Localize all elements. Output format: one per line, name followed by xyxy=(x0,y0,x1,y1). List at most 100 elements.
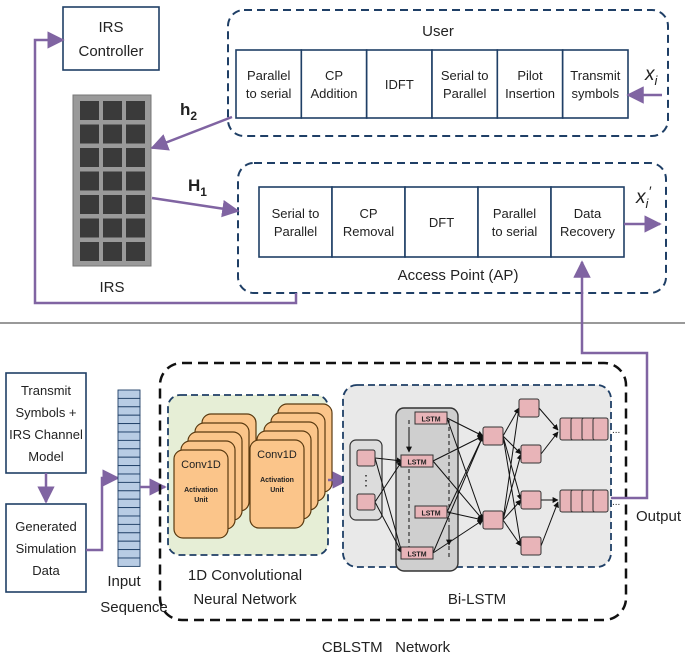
conv1d-card-body: Unit xyxy=(270,487,284,494)
lstm-cell xyxy=(414,505,448,519)
input-sequence-tape xyxy=(117,389,141,567)
ap-block xyxy=(331,186,406,258)
sequence-cell xyxy=(117,465,141,475)
sequence-cell xyxy=(117,507,141,517)
bilstm-edge xyxy=(502,435,522,455)
h2-channel-arrow xyxy=(150,115,233,151)
irs-element xyxy=(103,101,122,120)
sequence-cell xyxy=(117,498,141,509)
ap-block xyxy=(550,186,625,258)
user-block xyxy=(235,49,303,119)
bilstm-edge xyxy=(432,435,484,462)
user-block-text: to serial xyxy=(246,86,292,101)
irs-element xyxy=(80,218,99,238)
input-sequence-line1: Input xyxy=(107,573,141,590)
transmit-symbols-text: Model xyxy=(28,449,64,464)
sequence-cell xyxy=(117,490,141,500)
lstm-cell-label: LSTM xyxy=(421,511,440,518)
irs-element xyxy=(80,242,99,261)
user-block xyxy=(300,49,368,119)
user-block-text: CP xyxy=(325,68,343,83)
output-ellipsis: ... xyxy=(612,425,620,436)
ap-block-text: to serial xyxy=(492,224,538,239)
ap-block xyxy=(477,186,552,258)
sequence-cell xyxy=(117,439,141,450)
sequence-cell xyxy=(117,481,141,492)
cblstm-network-label: CBLSTM Network xyxy=(322,639,451,656)
irs-element xyxy=(103,195,122,214)
irs-label: IRS xyxy=(99,279,124,296)
user-block-text: Pilot xyxy=(517,68,543,83)
data-to-input-arrow xyxy=(86,469,120,552)
irs-element xyxy=(126,148,145,167)
irs-controller-line2: Controller xyxy=(78,43,143,60)
user-block-text: Addition xyxy=(311,86,358,101)
conv1d-card xyxy=(249,439,305,529)
bilstm-edge xyxy=(502,453,523,521)
bilstm-edge xyxy=(502,407,522,521)
sequence-cell xyxy=(117,448,141,458)
sequence-cell xyxy=(117,540,141,551)
irs-element xyxy=(126,218,145,238)
hidden-node xyxy=(482,426,504,446)
generated-data-box xyxy=(5,503,87,593)
ap-block-chain: Serial toParallelCPRemovalDFTParallelto … xyxy=(258,186,625,258)
bilstm-edge xyxy=(538,407,559,431)
generated-data-text: Data xyxy=(32,563,60,578)
irs-controller-line1: IRS xyxy=(98,19,123,36)
irs-element xyxy=(80,124,99,144)
bilstm-section xyxy=(342,384,612,568)
output-ellipsis: ... xyxy=(612,497,620,508)
irs-controller-box xyxy=(62,6,160,71)
irs-element xyxy=(103,218,122,238)
transmit-symbols-box xyxy=(5,372,87,474)
conv1d-card-body: Activation xyxy=(260,477,294,484)
ap-block-text: DFT xyxy=(429,215,454,230)
ap-block-text: CP xyxy=(359,206,377,221)
user-block-text: Parallel xyxy=(443,86,486,101)
hidden-node xyxy=(518,398,540,418)
hidden-node xyxy=(520,444,542,464)
user-input-symbol: xi xyxy=(644,64,659,88)
generated-data-text: Generated xyxy=(15,519,76,534)
ap-block-text: Serial to xyxy=(272,206,320,221)
irs-element xyxy=(126,195,145,214)
output-node xyxy=(592,417,609,441)
irs-panel xyxy=(72,94,152,267)
irs-element xyxy=(80,171,99,191)
sequence-cell xyxy=(117,532,141,542)
irs-element xyxy=(80,101,99,120)
bilstm-edge xyxy=(540,501,559,547)
h2-label: h2 xyxy=(180,100,197,123)
user-block xyxy=(365,49,433,119)
input-node xyxy=(356,493,376,511)
user-block-text: symbols xyxy=(571,86,619,101)
irs-element xyxy=(126,124,145,144)
bilstm-edge xyxy=(502,435,523,501)
ap-container xyxy=(237,162,667,294)
user-title: User xyxy=(422,23,454,40)
user-block-text: Parallel xyxy=(247,68,290,83)
bilstm-edge xyxy=(502,519,522,547)
ap-block-text: Removal xyxy=(343,224,394,239)
output-label: Output xyxy=(636,508,682,525)
irs-element xyxy=(126,242,145,261)
ap-block xyxy=(404,186,479,258)
sequence-cell xyxy=(117,431,141,441)
bilstm-edge xyxy=(540,431,559,455)
H1-channel-arrow xyxy=(151,196,240,218)
sequence-cell xyxy=(117,406,141,416)
user-block xyxy=(431,49,499,119)
ap-block-text: Parallel xyxy=(493,206,536,221)
user-block-text: Serial to xyxy=(441,68,489,83)
lstm-cell-label: LSTM xyxy=(407,552,426,559)
bilstm-edge xyxy=(432,519,484,554)
cblstm-network-container xyxy=(158,361,628,622)
user-block-text: IDFT xyxy=(385,77,414,92)
bilstm-edge xyxy=(374,501,403,554)
user-block-text: Transmit xyxy=(570,68,620,83)
irs-element xyxy=(103,148,122,167)
conv1d-card xyxy=(173,449,229,539)
bilstm-edge xyxy=(374,460,403,503)
